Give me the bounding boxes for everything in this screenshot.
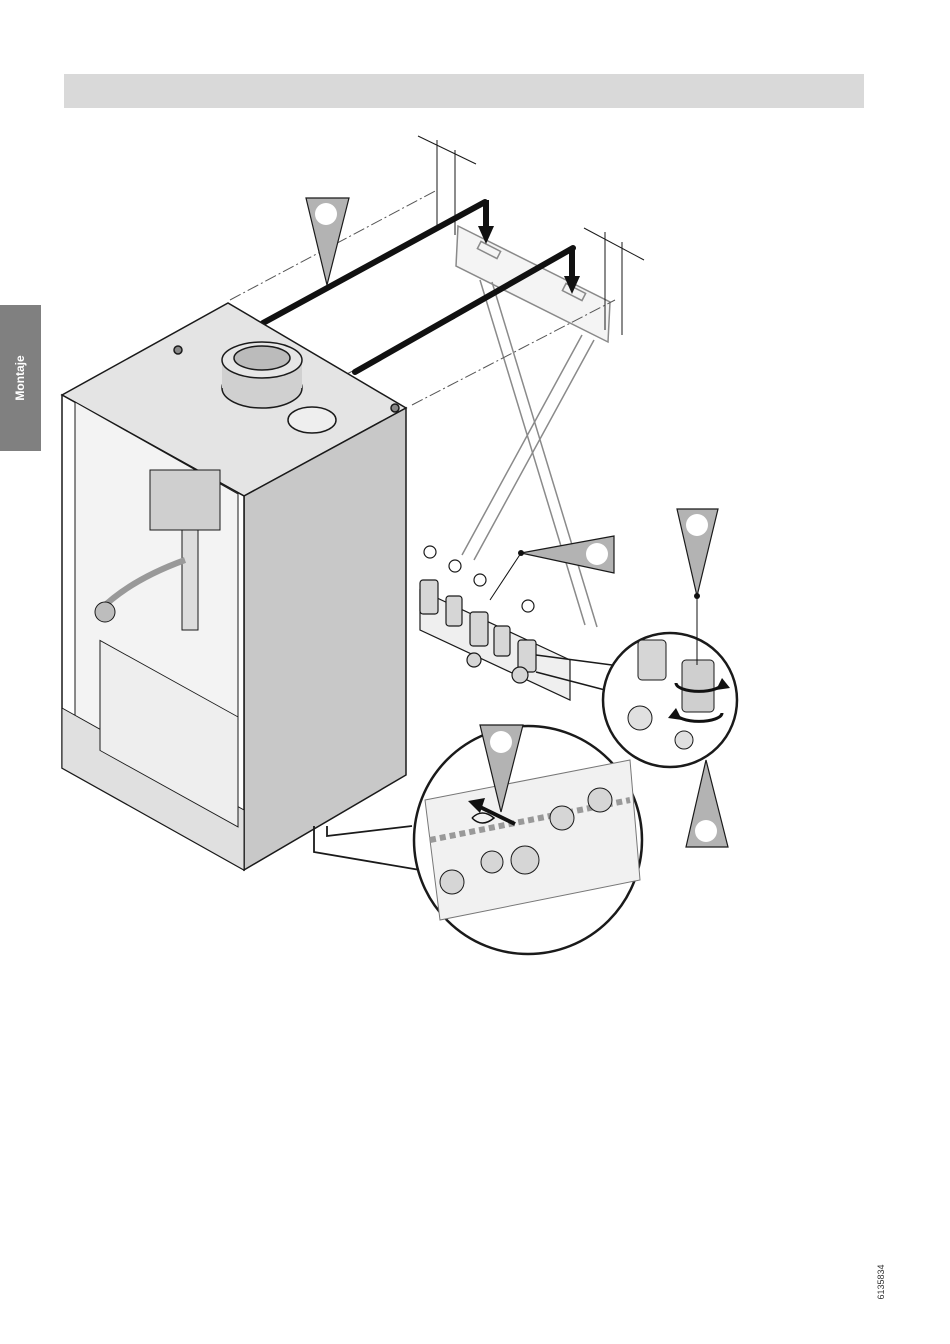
boiler-unit	[62, 303, 406, 870]
marker-5	[686, 760, 728, 847]
marker-2	[490, 536, 614, 600]
connection-fittings	[420, 546, 570, 700]
marker-1	[306, 198, 349, 285]
document-number: 6135834	[876, 1264, 886, 1299]
